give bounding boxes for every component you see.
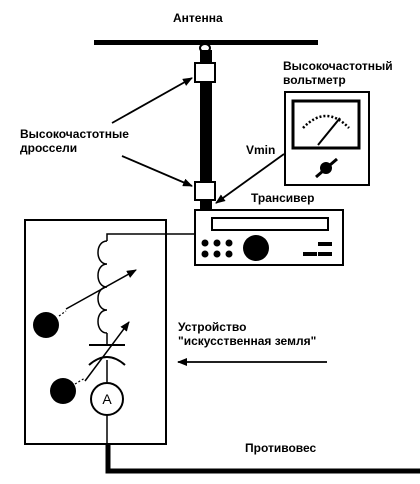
arrow-to-upper-choke [111,77,193,124]
hf-voltmeter [284,91,370,186]
device-input-wire [106,233,195,241]
hf-choke-upper [194,62,216,83]
counterpoise-label: Противовес [245,441,317,455]
chokes-label-line2: дроссели [20,141,77,155]
voltmeter-needle [317,117,341,146]
capacitor-variable-arrow [84,321,130,382]
transceiver-label: Трансивер [251,191,314,205]
voltmeter-label-line1: Высокочастотный [283,59,393,73]
capacitor-plate-bottom [88,356,126,366]
chokes-label-line1: Высокочастотные [20,127,129,141]
antenna [94,40,318,212]
transceiver-keypad [201,239,233,258]
inductor-control-knob [33,312,59,338]
transceiver [194,209,344,266]
voltmeter-label-line2: вольтметр [283,73,346,87]
artificial-ground-device: A [24,219,195,445]
arrow-to-lower-choke [121,155,193,187]
voltmeter-knob-slot [315,157,338,179]
arrow-voltmeter-probe [215,153,285,204]
device-label-line2: "искусственная земля" [178,334,316,348]
antenna-element [94,40,318,45]
voltmeter-face [291,99,361,150]
capacitor-knob-link [74,377,86,385]
transceiver-indicators [303,242,332,256]
ammeter-label: A [102,391,112,407]
counterpoise-wire [105,444,420,474]
device-label-line1: Устройство [178,320,246,334]
coax-feedline [200,50,212,212]
hf-choke-lower [194,181,216,201]
vmin-label: Vmin [246,143,275,157]
voltmeter-scale-icon [302,114,350,129]
capacitor-control-knob [50,378,76,404]
inductor-knob-link [58,310,67,317]
transceiver-display [211,217,329,231]
antenna-label: Антенна [173,11,223,25]
transceiver-tuning-knob [243,235,269,261]
inductor-wiper-arrow [65,269,137,310]
